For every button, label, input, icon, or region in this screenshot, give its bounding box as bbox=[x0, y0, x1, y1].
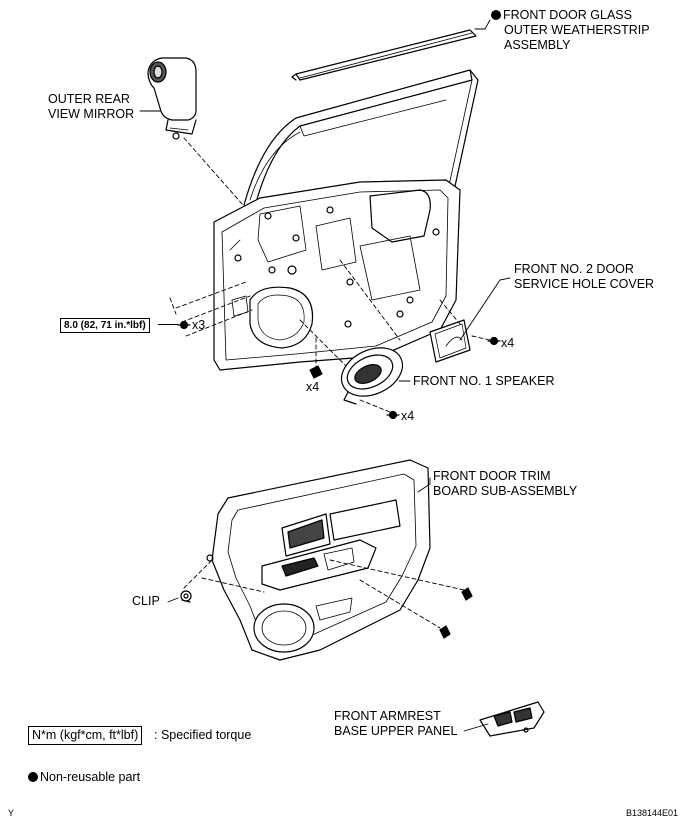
speaker-screw bbox=[386, 410, 400, 420]
bolt-dashes bbox=[169, 281, 253, 337]
door-panel bbox=[213, 179, 461, 371]
torque-leader bbox=[158, 324, 178, 325]
speaker-nut bbox=[309, 365, 323, 379]
cover-screw bbox=[487, 336, 501, 346]
weatherstrip-label: FRONT DOOR GLASS OUTER WEATHERSTRIP ASSE… bbox=[491, 8, 650, 53]
speaker-label: FRONT NO. 1 SPEAKER bbox=[413, 374, 555, 388]
torque-bolt bbox=[177, 320, 191, 330]
armrest-label: FRONT ARMREST BASE UPPER PANEL bbox=[334, 709, 458, 738]
mirror-part bbox=[147, 57, 197, 140]
trim-screw bbox=[439, 587, 473, 639]
torque-value-box: 8.0 (82, 71 in.*lbf) bbox=[60, 318, 150, 333]
torque-bolt-qty: x3 bbox=[192, 318, 206, 332]
mirror-dash bbox=[183, 137, 244, 206]
clip-label: CLIP bbox=[132, 594, 160, 608]
nonreusable-mark-icon bbox=[491, 10, 501, 20]
armrest-panel-part bbox=[479, 701, 545, 737]
nonreusable-legend: Non-reusable part bbox=[28, 770, 140, 785]
nonreusable-dot-icon bbox=[28, 772, 38, 782]
torque-legend-desc: : Specified torque bbox=[154, 728, 252, 742]
torque-unit-legend: N*m (kgf*cm, ft*lbf) bbox=[28, 726, 143, 745]
trim-board-label: FRONT DOOR TRIM BOARD SUB-ASSEMBLY bbox=[433, 469, 578, 498]
hole-cover-leader bbox=[459, 277, 511, 341]
figure-code: B138144E01 bbox=[626, 808, 679, 818]
hole-cover-label: FRONT NO. 2 DOOR SERVICE HOLE COVER bbox=[514, 262, 655, 291]
trim-leader bbox=[417, 477, 431, 493]
weatherstrip-leader bbox=[474, 19, 491, 30]
clip-part bbox=[180, 590, 192, 603]
weatherstrip-part bbox=[291, 29, 477, 81]
speaker-part bbox=[340, 347, 404, 405]
hole-cover-part bbox=[429, 319, 471, 363]
speaker-screw-qty: x4 bbox=[401, 409, 415, 423]
cover-screw-qty: x4 bbox=[501, 336, 515, 350]
trim-board-part bbox=[206, 459, 431, 661]
corner-left-code: Y bbox=[8, 808, 15, 818]
mirror-label: OUTER REAR VIEW MIRROR bbox=[48, 92, 135, 121]
speaker-nut-qty: x4 bbox=[306, 380, 320, 394]
